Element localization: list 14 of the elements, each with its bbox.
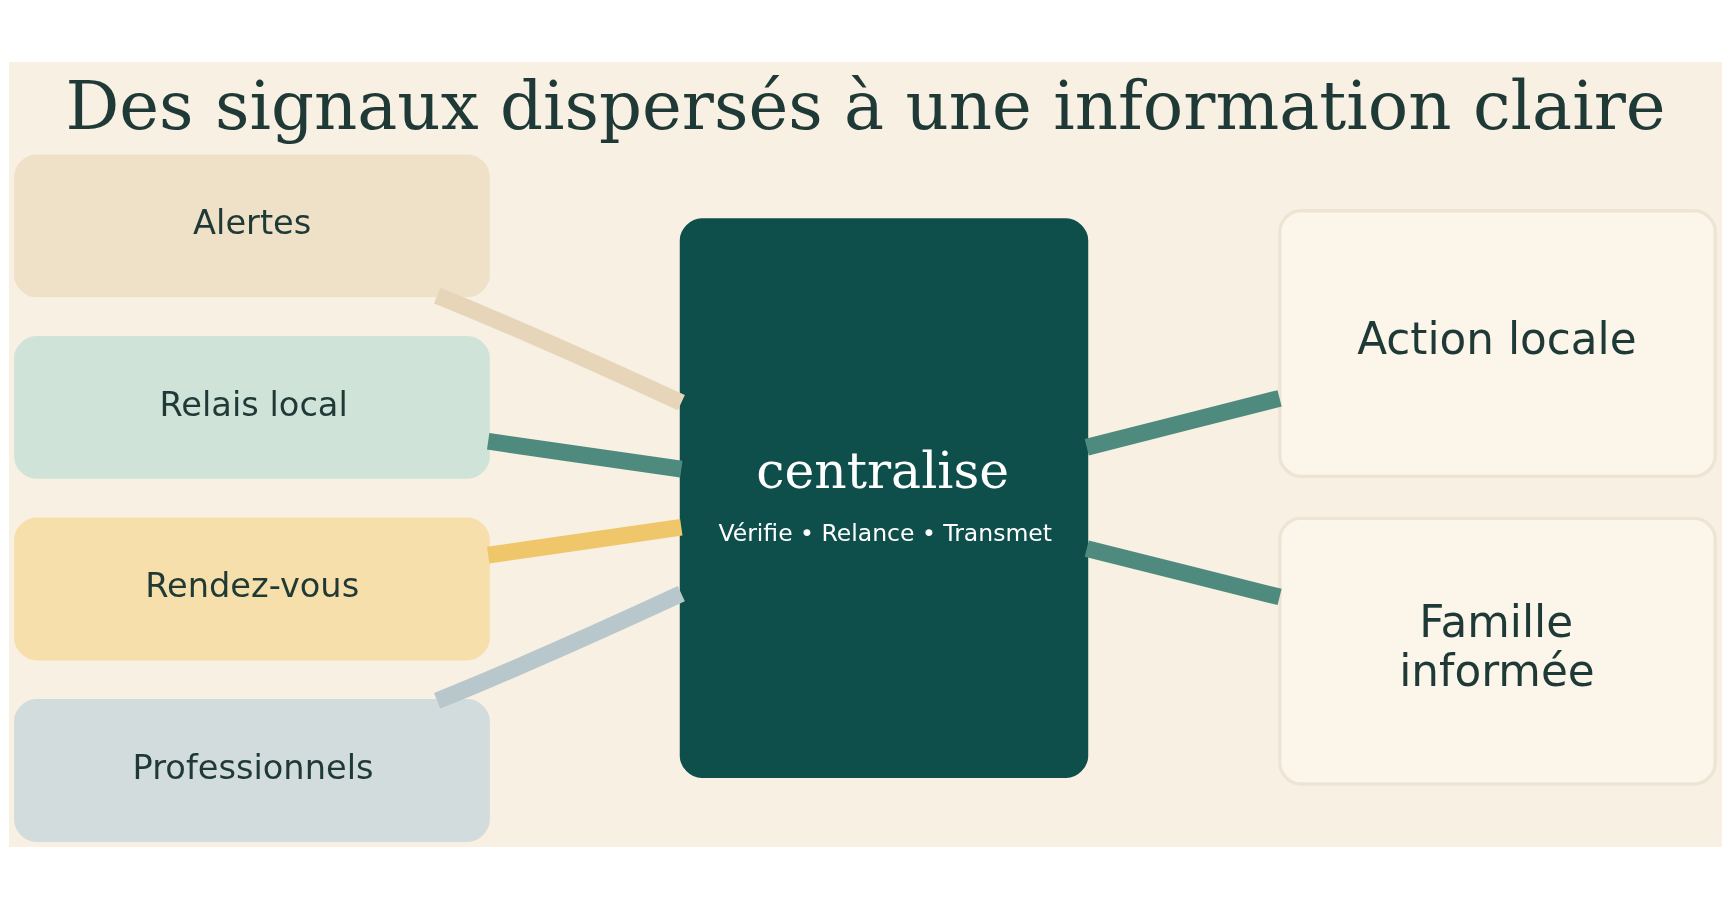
node-box: Relais local xyxy=(14,336,490,479)
connector xyxy=(487,518,683,564)
node-box: Famille informée xyxy=(1278,516,1717,786)
node-box: Action locale xyxy=(1278,209,1717,479)
node-box: centralise Vérifie • Relance • Transmet xyxy=(679,218,1089,779)
connector xyxy=(1084,540,1282,606)
connector xyxy=(486,433,683,478)
node-box: Professionnels xyxy=(14,699,490,842)
connector xyxy=(434,586,685,709)
connector xyxy=(1084,390,1282,456)
node-box: Rendez-vous xyxy=(14,517,490,661)
connector xyxy=(434,287,685,411)
diagram-title: Des signaux dispersés à une information claire xyxy=(65,67,1666,146)
node-box: Alertes xyxy=(14,154,490,298)
